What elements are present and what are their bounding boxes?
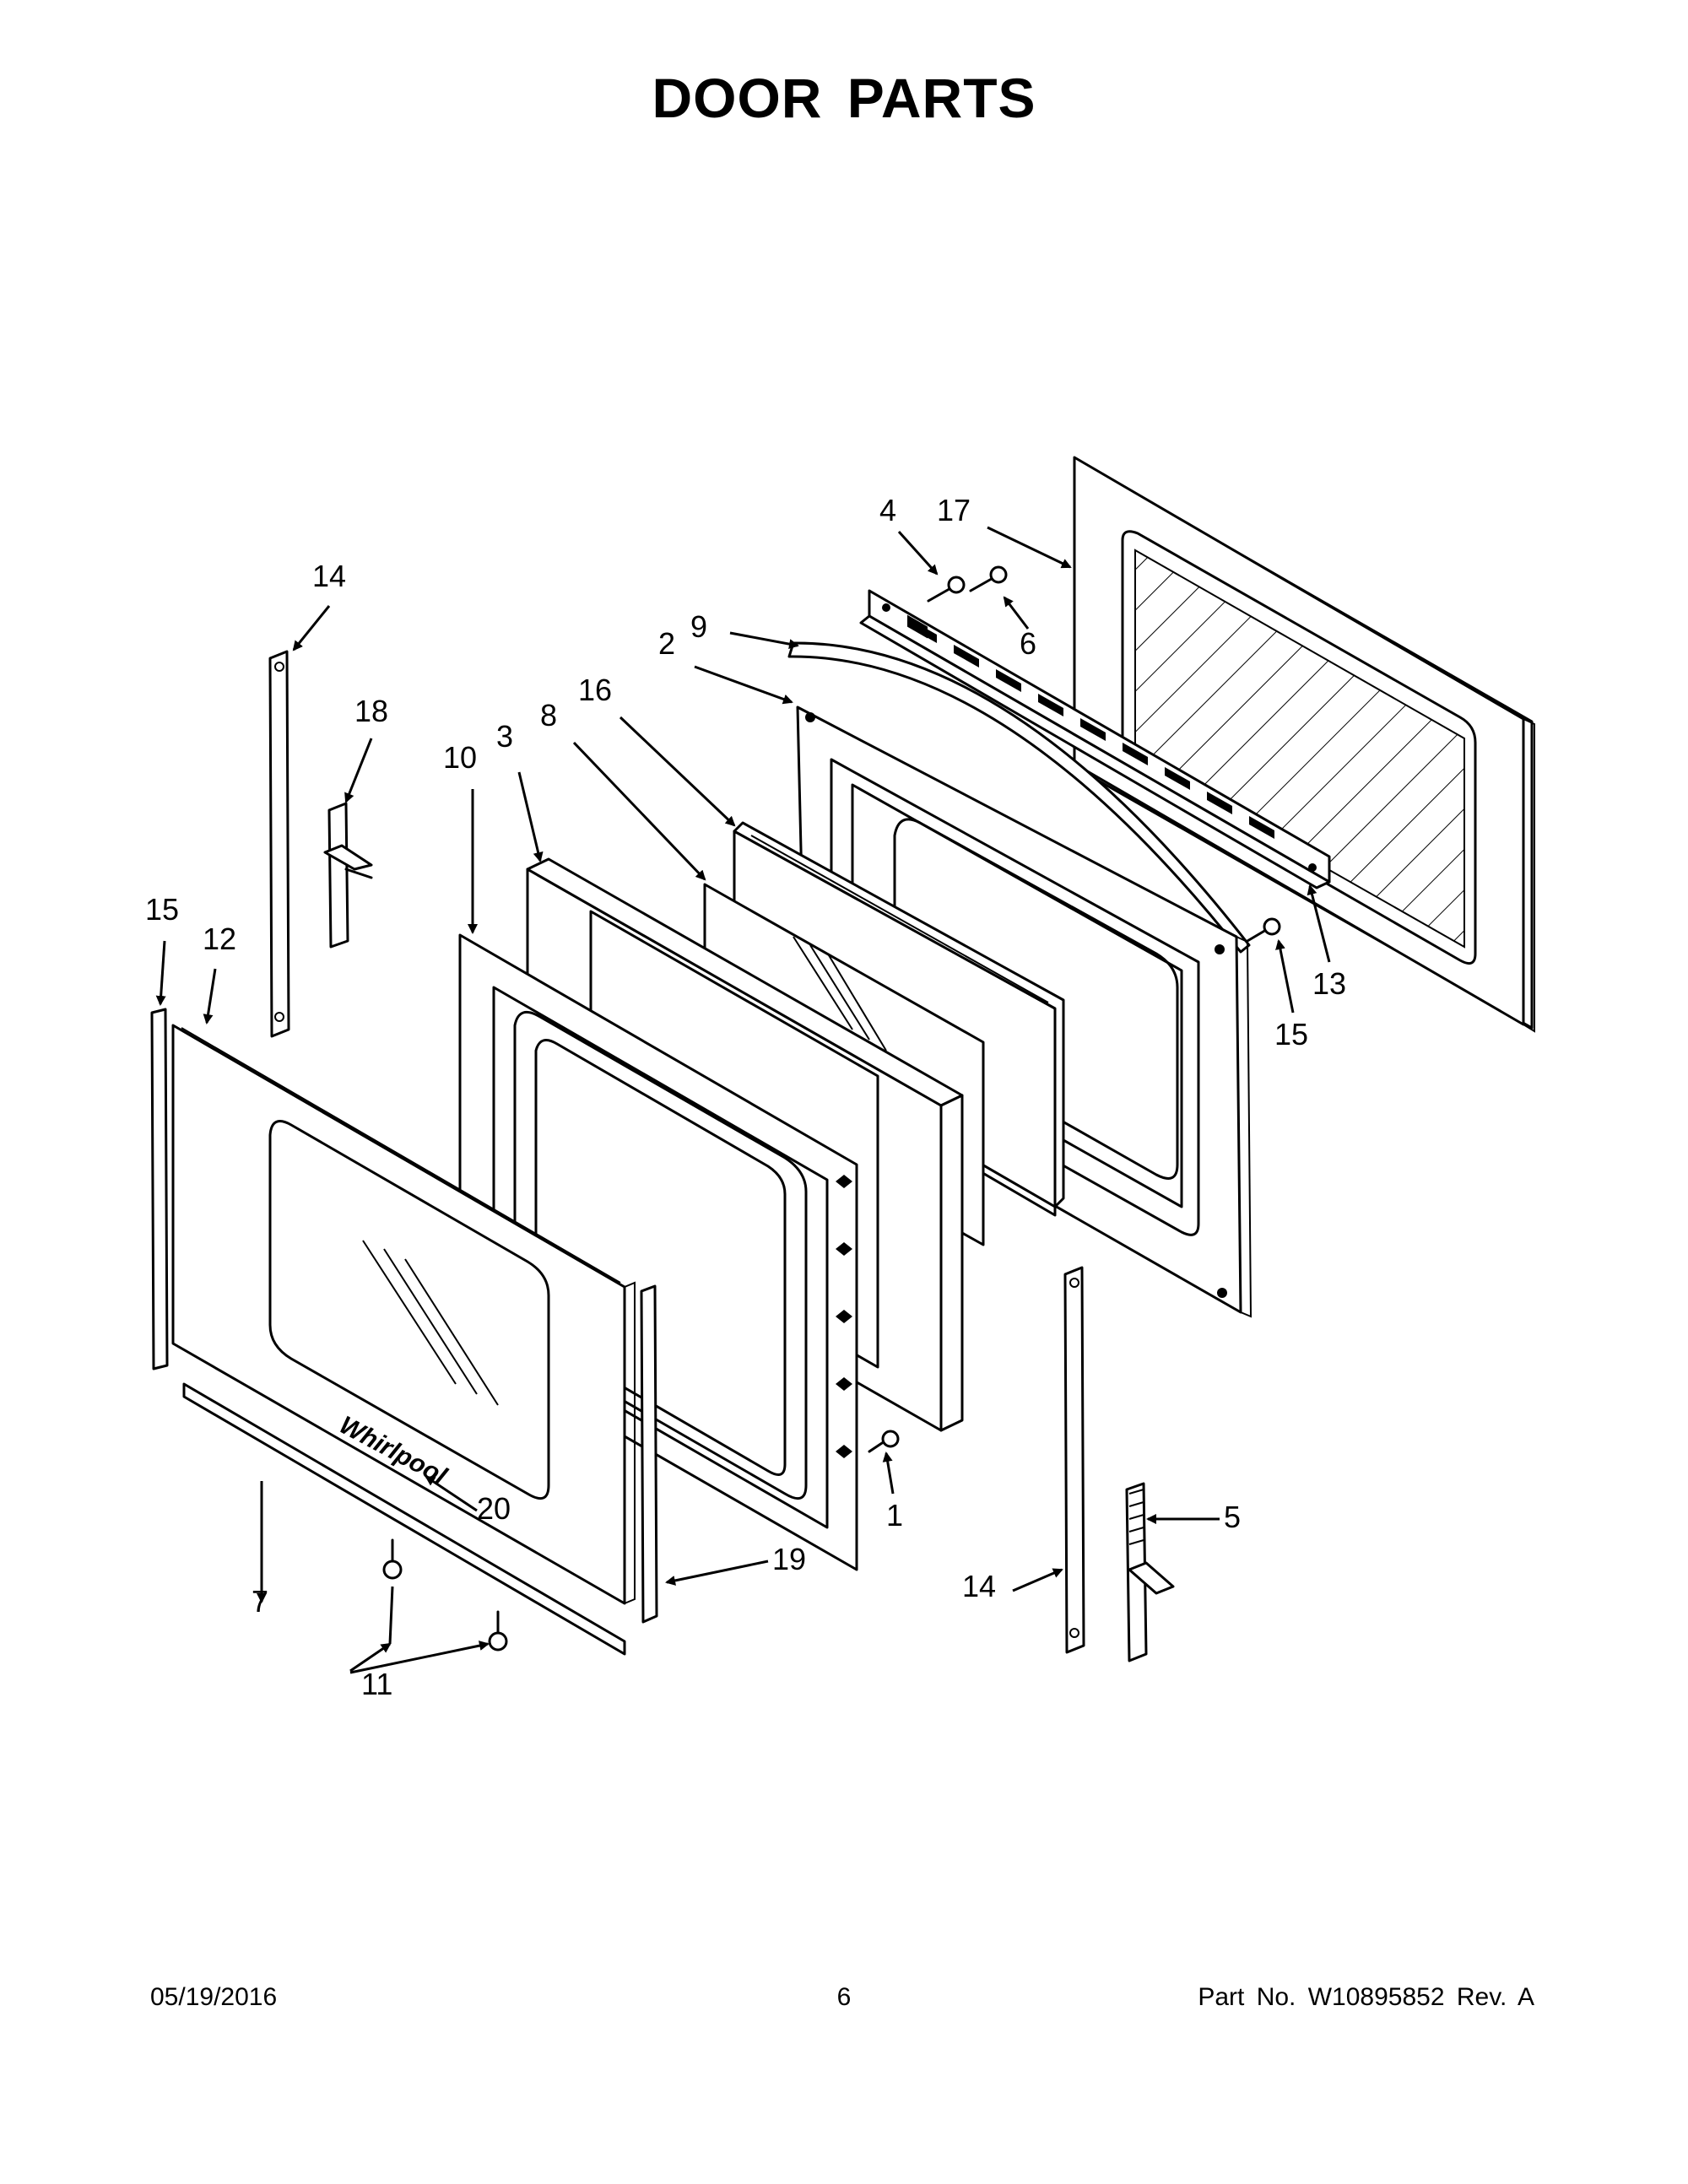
callout-11: 11 xyxy=(361,1667,392,1701)
callout-labels: 4 17 6 9 2 16 8 3 10 14 18 15 12 13 15 1… xyxy=(145,493,1346,1701)
callout-8: 8 xyxy=(540,698,557,733)
leader-lines xyxy=(155,526,1331,1674)
part-15-side-trim-left xyxy=(150,1008,169,1370)
callout-13: 13 xyxy=(1312,966,1346,1001)
footer-page-number: 6 xyxy=(836,1983,852,2011)
callout-17: 17 xyxy=(937,493,971,527)
part-10-door-liner xyxy=(458,933,858,1571)
part-7-bottom-trim xyxy=(182,1382,626,1656)
page-title: DOOR PARTS xyxy=(652,67,1036,129)
callout-19: 19 xyxy=(772,1542,806,1576)
callout-12: 12 xyxy=(203,922,236,956)
callout-2: 2 xyxy=(658,626,675,661)
part-18-hinge xyxy=(323,802,373,949)
part-6-screw xyxy=(969,565,1008,592)
callout-9: 9 xyxy=(690,609,707,644)
callout-6: 6 xyxy=(1020,626,1036,661)
callout-18: 18 xyxy=(354,694,388,728)
part-15-screw-right xyxy=(1246,917,1281,943)
callout-14-top: 14 xyxy=(312,559,346,593)
callout-16: 16 xyxy=(578,673,612,707)
part-17-inner-door-panel xyxy=(1073,456,1535,1033)
callout-20: 20 xyxy=(477,1491,511,1526)
part-11-screw-b xyxy=(488,1610,508,1652)
part-14-hinge-receiver-right xyxy=(1063,1266,1085,1654)
callout-15-left: 15 xyxy=(145,892,179,927)
part-9-vent-channel xyxy=(787,641,1251,954)
part-14-hinge-receiver-left xyxy=(268,650,290,1038)
callout-3: 3 xyxy=(496,719,513,754)
callout-5: 5 xyxy=(1224,1500,1241,1534)
part-13-vent-trim xyxy=(859,589,1331,889)
callout-7: 7 xyxy=(252,1584,268,1619)
callout-1: 1 xyxy=(886,1498,903,1533)
part-11-screw-a xyxy=(382,1538,403,1580)
callout-10: 10 xyxy=(443,740,477,775)
callout-4: 4 xyxy=(879,493,896,527)
part-19-side-trim-right xyxy=(640,1284,658,1624)
part-4-screw xyxy=(927,576,966,603)
footer-part-number: Part No. W10895852 Rev. A xyxy=(1198,1983,1534,2011)
part-1-screw xyxy=(868,1430,900,1453)
callout-14-bottom: 14 xyxy=(962,1569,996,1603)
callout-15-right: 15 xyxy=(1274,1017,1308,1051)
part-5-hinge xyxy=(1125,1482,1175,1662)
footer-date: 05/19/2016 xyxy=(150,1983,278,2011)
